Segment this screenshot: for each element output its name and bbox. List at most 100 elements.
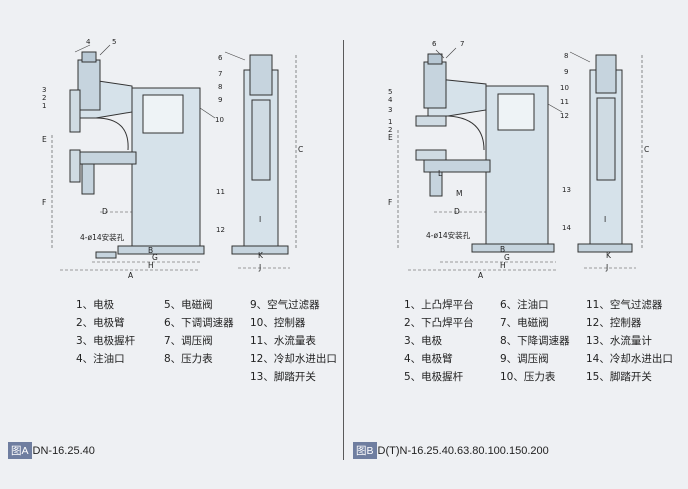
dim-H: H <box>148 261 154 270</box>
callout-4: 4 <box>86 38 91 46</box>
callout-9: 9 <box>218 96 222 104</box>
callout-3: 3 <box>42 86 46 94</box>
legend-item: 8、压力表 <box>164 353 213 365</box>
callout-14: 14 <box>562 224 571 232</box>
upper-electrode-holder <box>69 89 81 133</box>
cable <box>447 115 485 151</box>
dim-C: C <box>298 145 303 154</box>
legend-item: 10、控制器 <box>250 317 306 329</box>
left-caption: 图A DN-16.25.40 <box>8 442 95 459</box>
legend-item: 9、调压阀 <box>500 353 549 365</box>
legend-item: 2、下凸焊平台 <box>404 317 474 329</box>
legend-item: 7、调压阀 <box>164 335 213 347</box>
callout-3: 3 <box>388 106 392 114</box>
control-panel-window <box>497 93 535 131</box>
dim-J: J <box>605 263 608 272</box>
legend-item: 2、电极臂 <box>76 317 125 329</box>
front-cylinder <box>249 54 273 96</box>
dim-D: D <box>454 207 460 216</box>
dim-G: G <box>152 253 158 262</box>
dim-A: A <box>478 271 484 280</box>
legend-item: 4、电极臂 <box>404 353 453 365</box>
legend-item: 13、脚踏开关 <box>250 371 316 383</box>
cylinder-cap <box>81 51 97 63</box>
front-base <box>231 245 289 255</box>
dim-A: A <box>128 271 134 280</box>
legend-item: 13、水流量计 <box>586 335 652 347</box>
legend-item: 1、电极 <box>76 299 115 311</box>
callout-4: 4 <box>388 96 393 104</box>
callout-12: 12 <box>216 226 225 234</box>
callout-11: 11 <box>560 98 569 106</box>
dim-F: F <box>42 198 46 207</box>
dim-M: M <box>456 189 462 198</box>
dim-K: K <box>606 251 612 260</box>
lower-electrode-holder <box>69 149 81 183</box>
callout-5: 5 <box>388 88 392 96</box>
machine-base <box>471 243 555 253</box>
caption-model: DN-16.25.40 <box>32 444 95 457</box>
callout-1: 1 <box>388 118 392 126</box>
callout-6: 6 <box>218 54 223 62</box>
dim-D: D <box>102 207 108 216</box>
callout-2: 2 <box>42 94 46 102</box>
front-base <box>577 243 633 253</box>
dim-H: H <box>500 261 506 270</box>
legend-item: 4、注油口 <box>76 353 125 365</box>
foot-switch <box>95 251 117 259</box>
callout-2: 2 <box>388 126 392 134</box>
front-electrode-assembly <box>596 97 616 181</box>
callout-1: 1 <box>42 102 46 110</box>
legend-item: 6、注油口 <box>500 299 549 311</box>
legend-item: 5、电极握杆 <box>404 371 464 383</box>
left-machine-drawing: 4 5 3 2 1 6 7 8 9 10 11 12 A B C D E F G… <box>42 38 303 280</box>
dim-J: J <box>258 263 261 272</box>
dim-K: K <box>258 251 264 260</box>
air-cylinder <box>77 59 101 111</box>
legend-item: 15、脚踏开关 <box>586 371 652 383</box>
legend-item: 11、空气过滤器 <box>586 299 663 311</box>
right-caption: 图B D(T)N-16.25.40.63.80.100.150.200 <box>353 442 549 459</box>
machine-base <box>117 245 205 255</box>
callout-11: 11 <box>216 188 225 196</box>
control-panel-window <box>142 94 184 134</box>
dim-E: E <box>388 133 393 142</box>
legend-item: 8、下降调速器 <box>500 335 570 347</box>
right-legend: 1、上凸焊平台 6、注油口 11、空气过滤器 2、下凸焊平台 7、电磁阀 12、… <box>404 296 684 390</box>
lower-projection-platform <box>415 149 447 161</box>
callout-12: 12 <box>560 112 569 120</box>
legend-item: 1、上凸焊平台 <box>404 299 474 311</box>
caption-tag: 图A <box>8 442 32 459</box>
callout-13: 13 <box>562 186 571 194</box>
callout-5: 5 <box>112 38 116 46</box>
dim-I: I <box>259 215 261 224</box>
legend-item: 5、电磁阀 <box>164 299 213 311</box>
callout-7: 7 <box>218 70 222 78</box>
legend-item: 9、空气过滤器 <box>250 299 320 311</box>
legend-item: 3、电极 <box>404 335 443 347</box>
hole-note: 4-ø14安装孔 <box>80 232 125 242</box>
lower-support <box>81 163 95 195</box>
legend-item: 12、冷却水进出口 <box>250 353 337 365</box>
lower-arm <box>75 151 137 165</box>
lower-support <box>429 171 443 197</box>
caption-model: D(T)N-16.25.40.63.80.100.150.200 <box>377 444 549 457</box>
air-cylinder <box>423 61 447 109</box>
legend-item: 11、水流量表 <box>250 335 316 347</box>
callout-7: 7 <box>460 40 464 48</box>
cylinder-cap <box>427 53 443 65</box>
legend-item: 10、压力表 <box>500 371 556 383</box>
cable <box>95 117 129 151</box>
callout-10: 10 <box>215 116 224 124</box>
callout-9: 9 <box>564 68 568 76</box>
legend-item: 3、电极握杆 <box>76 335 136 347</box>
dim-L: L <box>438 169 443 178</box>
left-legend: 1、电极 5、电磁阀 9、空气过滤器 2、电极臂 6、下调调速器 10、控制器 … <box>76 296 337 390</box>
dim-B: B <box>148 246 153 255</box>
caption-tag: 图B <box>353 442 377 459</box>
callout-10: 10 <box>560 84 569 92</box>
panel-divider <box>343 40 344 460</box>
legend-item: 14、冷却水进出口 <box>586 353 673 365</box>
legend-item: 12、控制器 <box>586 317 642 329</box>
upper-projection-platform <box>415 115 447 127</box>
